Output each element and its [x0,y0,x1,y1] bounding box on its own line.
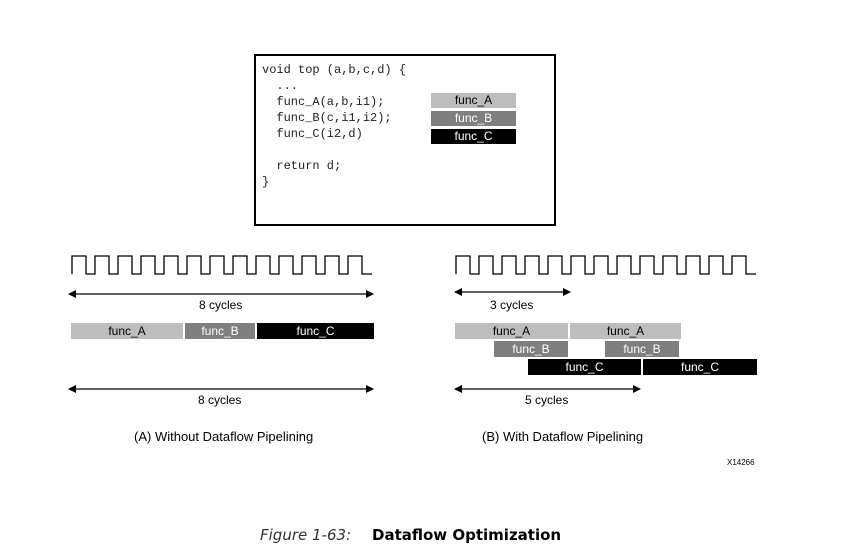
right-row3-func-c-2: func_C [643,359,757,375]
figure-id-tag: X14266 [727,458,755,467]
left-top-span-label: 8 cycles [199,298,243,312]
legend-func-c: func_C [431,129,516,144]
figure-title: Dataflow Optimization [372,526,562,544]
figure-number: Figure 1-63: [260,526,352,544]
left-bar-func-b: func_B [185,323,255,339]
code-line-4: func_B(c,i1,i2); [262,111,392,125]
code-line-2: ... [262,79,299,93]
code-line-5: func_C(i2,d) [262,127,363,141]
right-row2-func-b-2: func_B [605,341,679,357]
legend-func-a: func_A [431,93,516,108]
right-top-span-label: 3 cycles [490,298,534,312]
left-bar-func-a: func_A [71,323,183,339]
code-line-8: } [262,175,270,189]
left-bar-func-c: func_C [257,323,374,339]
right-row2-func-b-1: func_B [494,341,568,357]
code-line-3: func_A(a,b,i1); [262,95,385,109]
legend-func-b: func_B [431,111,516,126]
left-bottom-span-label: 8 cycles [198,393,242,407]
clock-waveform-left [71,255,372,275]
right-row3-func-c-1: func_C [528,359,641,375]
code-line-1: void top (a,b,c,d) { [262,63,407,77]
left-caption: (A) Without Dataflow Pipelining [134,429,314,444]
right-row1-func-a-1: func_A [455,323,568,339]
right-row1-func-a-2: func_A [570,323,681,339]
right-bottom-span-label: 5 cycles [525,393,569,407]
clock-waveform-right [455,255,756,275]
right-caption: (B) With Dataflow Pipelining [482,429,644,444]
code-line-7: return d; [262,159,342,173]
